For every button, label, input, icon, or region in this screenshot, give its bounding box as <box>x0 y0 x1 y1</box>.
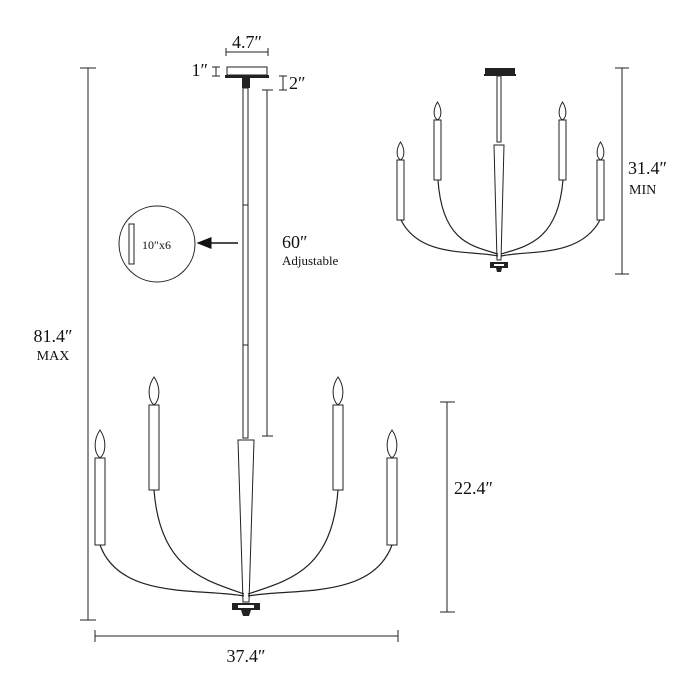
small-arm-outer-right <box>500 219 601 257</box>
small-candle-inner-right <box>558 101 567 181</box>
overall-max-unit: MAX <box>37 349 70 364</box>
rod-segment-icon <box>128 223 135 265</box>
bulb-icon <box>148 376 160 406</box>
canopy <box>226 66 268 76</box>
rod-adjustable-label: Adjustable <box>282 253 339 268</box>
gap-label: 2″ <box>289 73 306 93</box>
arm-outer-left <box>99 544 245 597</box>
dim-body-height: 22.4″ <box>440 401 493 613</box>
candle-outer-left <box>94 429 106 546</box>
central-stem <box>237 439 255 603</box>
candle-outer-right <box>386 429 398 546</box>
dim-width: 37.4″ <box>94 630 399 666</box>
dim-overall-min: 31.4″ MIN <box>615 67 667 275</box>
small-central-stem <box>493 144 505 261</box>
small-downrod <box>496 75 502 143</box>
rod-spec-circle <box>118 205 196 283</box>
canopy-height-label: 1″ <box>192 60 209 80</box>
small-canopy <box>485 68 515 74</box>
bulb-icon <box>433 101 442 121</box>
small-chandelier <box>396 68 605 272</box>
bulb-icon <box>558 101 567 121</box>
width-label: 37.4″ <box>227 646 266 666</box>
rod-spec-callout: 10″x6 <box>118 205 238 283</box>
arm-inner-right <box>247 489 339 595</box>
downrod <box>242 87 249 439</box>
bottom-finial <box>241 610 251 616</box>
rod-length-label: 60″ <box>282 232 308 252</box>
dim-rod-length: 60″ Adjustable <box>262 89 339 437</box>
dim-overall-max: 81.4″ MAX <box>20 67 96 621</box>
arm-outer-right <box>247 544 393 597</box>
small-arm-outer-left <box>400 219 499 257</box>
bulb-icon <box>396 141 405 161</box>
large-chandelier <box>94 66 398 616</box>
small-arm-inner-left <box>437 179 499 255</box>
bulb-icon <box>332 376 344 406</box>
bulb-icon <box>596 141 605 161</box>
arm-inner-left <box>153 489 245 595</box>
canopy-neck <box>242 78 250 88</box>
candle-inner-left <box>148 376 160 491</box>
canopy-width-label: 4.7″ <box>232 32 262 52</box>
small-arm-inner-right <box>500 179 564 255</box>
dim-canopy-width: 4.7″ <box>225 32 269 56</box>
bulb-icon <box>94 429 106 459</box>
small-candle-outer-right <box>596 141 605 221</box>
overall-min-unit: MIN <box>629 183 656 198</box>
candle-inner-right <box>332 376 344 491</box>
overall-min-value: 31.4″ <box>628 158 667 178</box>
small-candle-inner-left <box>433 101 442 181</box>
overall-max-value: 81.4″ <box>34 326 73 346</box>
bulb-icon <box>386 429 398 459</box>
small-candle-outer-left <box>396 141 405 221</box>
dim-canopy-height: 1″ <box>192 60 220 80</box>
body-height-label: 22.4″ <box>454 478 493 498</box>
canopy-plate <box>225 75 269 78</box>
rod-spec-label: 10″x6 <box>142 238 171 252</box>
dim-gap: 2″ <box>279 73 306 93</box>
